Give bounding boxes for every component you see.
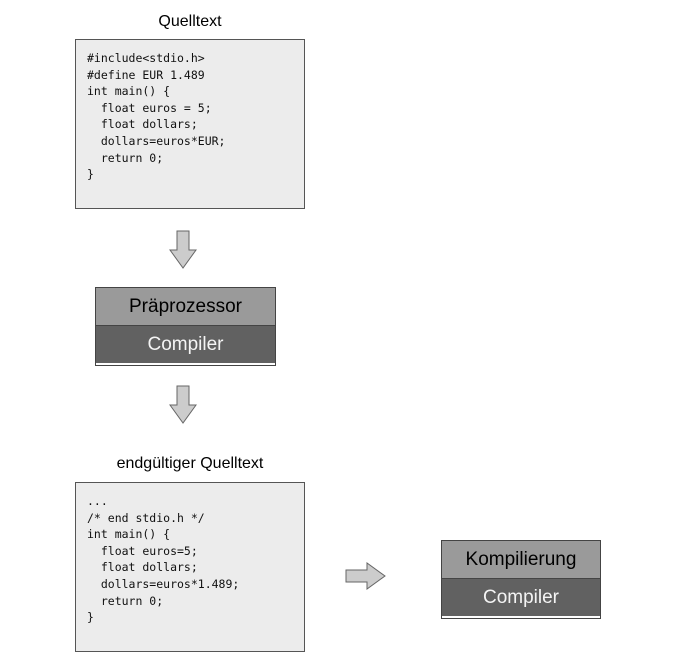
preprocessor-label: Präprozessor — [96, 288, 275, 326]
right-arrow-icon — [345, 562, 386, 590]
code-line: float dollars; — [87, 560, 198, 575]
code-line: float euros=5; — [87, 543, 198, 558]
code-line: int main() { — [87, 527, 171, 542]
code-line: return 0; — [87, 150, 164, 165]
code-line: #include<stdio.h> — [87, 51, 205, 65]
code-line: return 0; — [87, 593, 164, 608]
code-line: /* end stdio.h */ — [87, 510, 205, 525]
down-arrow-icon — [169, 230, 197, 269]
code-line: } — [87, 167, 94, 182]
code-line: int main() { — [87, 84, 171, 99]
code-line: float euros = 5; — [87, 100, 212, 115]
down-arrow-icon — [169, 385, 197, 424]
code-line: } — [87, 610, 94, 625]
compile-stage: Kompilierung Compiler — [441, 540, 601, 619]
code-line: dollars=euros*EUR; — [87, 133, 226, 148]
code-line: ... — [87, 494, 108, 508]
final-source-code-box: ... /* end stdio.h */ int main() { float… — [75, 482, 305, 652]
compiler-label: Compiler — [96, 326, 275, 363]
compilation-label: Kompilierung — [442, 541, 600, 579]
code-line: #define EUR 1.489 — [87, 67, 205, 82]
source-code-box: #include<stdio.h> #define EUR 1.489 int … — [75, 39, 305, 209]
source-title: Quelltext — [158, 13, 222, 30]
final-source-title: endgültiger Quelltext — [116, 455, 264, 472]
preprocessor-stage: Präprozessor Compiler — [95, 287, 276, 366]
compiler-label: Compiler — [442, 579, 600, 616]
code-line: float dollars; — [87, 117, 198, 132]
code-line: dollars=euros*1.489; — [87, 576, 240, 591]
